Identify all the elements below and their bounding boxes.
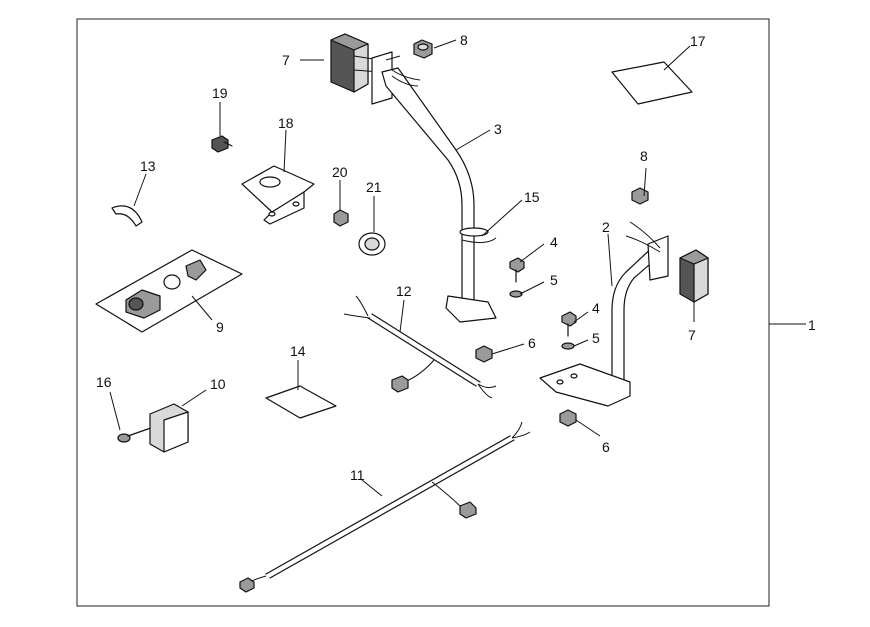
part-13-clip <box>111 205 143 227</box>
part-2-wires <box>629 221 661 249</box>
callout-21: 21 <box>366 179 382 195</box>
part-4-bolt-left <box>509 257 525 283</box>
part-21-grommet <box>358 232 386 256</box>
callout-9: 9 <box>216 319 224 335</box>
diagram-frame <box>76 18 770 607</box>
callout-5-right: 5 <box>592 330 600 346</box>
part-8-nut-right <box>631 187 649 205</box>
part-14-sticker <box>265 385 337 419</box>
callout-20: 20 <box>332 164 348 180</box>
part-17-sticker <box>611 61 693 105</box>
part-11-harness <box>239 421 531 593</box>
callout-6-right: 6 <box>602 439 610 455</box>
part-15-band <box>461 237 497 244</box>
callout-10: 10 <box>210 376 226 392</box>
part-9-switch-assy <box>95 249 243 333</box>
callout-16: 16 <box>96 374 112 390</box>
callout-5-left: 5 <box>550 272 558 288</box>
part-7-lamp-right <box>679 249 709 303</box>
part-18-bracket <box>241 165 315 225</box>
part-20-nut <box>333 209 349 227</box>
callout-4-left: 4 <box>550 234 558 250</box>
callout-19: 19 <box>212 85 228 101</box>
callout-4-right: 4 <box>592 300 600 316</box>
callout-13: 13 <box>140 158 156 174</box>
callout-3: 3 <box>494 121 502 137</box>
callout-12: 12 <box>396 283 412 299</box>
callout-7-right: 7 <box>688 327 696 343</box>
callout-7-left: 7 <box>282 52 290 68</box>
part-5-washer-right <box>561 342 575 350</box>
part-7-lamp-left <box>330 33 381 93</box>
callout-11: 11 <box>350 467 365 483</box>
callout-8-right: 8 <box>640 148 648 164</box>
callout-18: 18 <box>278 115 294 131</box>
part-4-bolt-right <box>561 311 577 337</box>
callout-6-left: 6 <box>528 335 536 351</box>
part-12-harness <box>343 295 497 399</box>
part-8-nut-top <box>413 39 433 59</box>
callout-17: 17 <box>690 33 706 49</box>
part-10-relay <box>149 403 189 453</box>
part-6-nut-left <box>475 345 493 363</box>
part-3-stay-left <box>371 51 497 323</box>
part-5-washer-left <box>509 290 523 298</box>
callout-8-top: 8 <box>460 32 468 48</box>
callout-2: 2 <box>602 219 610 235</box>
part-6-nut-right <box>559 409 577 427</box>
callout-15: 15 <box>524 189 540 205</box>
part-2-stay-right <box>539 235 669 407</box>
callout-1: 1 <box>808 317 816 333</box>
part-19-bolt <box>211 135 233 153</box>
part-2-wires-b <box>625 235 661 253</box>
callout-14: 14 <box>290 343 306 359</box>
leader-lines <box>109 39 806 497</box>
